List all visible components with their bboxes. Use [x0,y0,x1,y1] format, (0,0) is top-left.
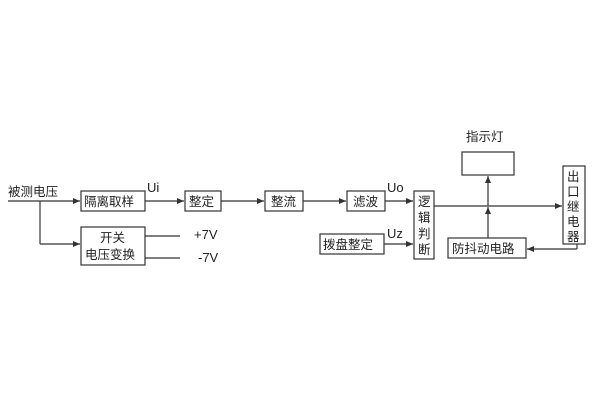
output-relay-char-4: 电 [567,214,580,229]
logic-judge-char-1: 逻 [418,194,431,209]
dial-setting-label: 拨盘整定 [323,237,373,252]
input-voltage-label: 被测电压 [8,184,58,199]
plus7v-label: +7V [194,227,218,242]
filter-label: 滤波 [353,194,379,209]
indicator-lamp-label: 指示灯 [466,129,504,144]
logic-judge-block [413,190,435,260]
isolation-sampling-label: 隔离取样 [84,194,134,209]
logic-judge-char-4: 断 [418,242,431,257]
rectify-label: 整流 [271,194,297,209]
signal-uo-label: Uo [387,180,404,195]
output-relay-char-5: 器 [567,229,580,244]
output-relay-char-2: 口 [567,184,580,199]
anti-jitter-label: 防抖动电路 [452,241,515,256]
output-relay-block [562,165,586,245]
shaping-label: 整定 [189,194,214,209]
signal-ui-label: Ui [147,180,159,195]
anti-jitter-block [447,237,527,259]
indicator-lamp-block [461,151,515,176]
logic-judge-char-3: 判 [418,226,431,241]
signal-uz-label: Uz [387,226,403,241]
switch-power-label-line2: 电压变换 [85,247,136,262]
output-relay-char-1: 出 [567,169,580,184]
logic-judge-char-2: 辑 [418,210,431,225]
switch-power-block [80,226,146,266]
switch-power-label-line1: 开关 [100,230,125,245]
output-relay-char-3: 继 [567,199,580,214]
minus7v-label: -7V [198,250,219,265]
